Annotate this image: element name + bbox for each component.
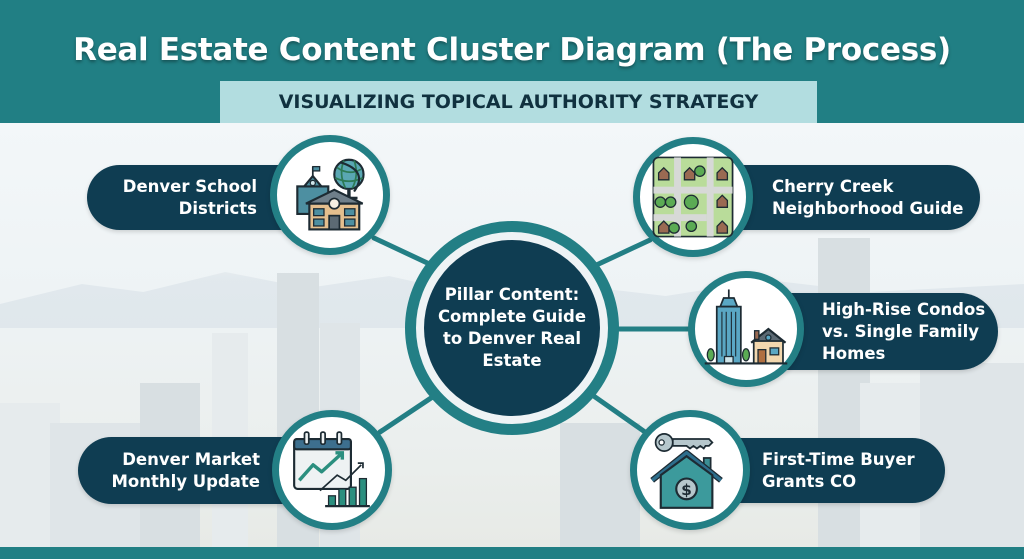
key-house-dollar-icon: $ [650, 433, 723, 509]
node-condos[interactable] [688, 271, 804, 387]
svg-text:$: $ [681, 481, 692, 499]
highrise-house-icon [704, 289, 788, 365]
connector-market [377, 389, 443, 435]
cluster-label-grants: First-Time Buyer Grants CO [762, 449, 915, 491]
header-banner: Real Estate Content Cluster Diagram (The… [0, 0, 1024, 123]
cluster-label-market: Denver Market Monthly Update [111, 449, 260, 491]
page-title: Real Estate Content Cluster Diagram (The… [73, 32, 951, 68]
subtitle-banner: VISUALIZING TOPICAL AUTHORITY STRATEGY [220, 81, 817, 123]
connector-cherry-creek [587, 237, 653, 271]
connector-grants [585, 389, 648, 435]
page-subtitle: VISUALIZING TOPICAL AUTHORITY STRATEGY [278, 91, 759, 113]
building [560, 423, 640, 547]
cluster-label-schools: Denver School Districts [122, 176, 257, 218]
node-grants[interactable]: $ [630, 410, 750, 530]
footer-bar [0, 547, 1024, 559]
node-cherry-creek[interactable] [633, 137, 753, 257]
cluster-label-cherry-creek: Cherry Creek Neighborhood Guide [772, 176, 964, 218]
pillar-node[interactable]: Pillar Content: Complete Guide to Denver… [424, 240, 600, 416]
node-market[interactable] [272, 410, 392, 530]
school-globe-icon [296, 158, 365, 231]
calendar-chart-icon [293, 431, 370, 508]
node-schools[interactable] [270, 135, 390, 255]
pillar-label: Pillar Content: Complete Guide to Denver… [437, 285, 587, 370]
neighborhood-map-icon [652, 156, 734, 238]
cluster-label-condos: High-Rise Condos vs. Single Family Homes [822, 299, 986, 363]
